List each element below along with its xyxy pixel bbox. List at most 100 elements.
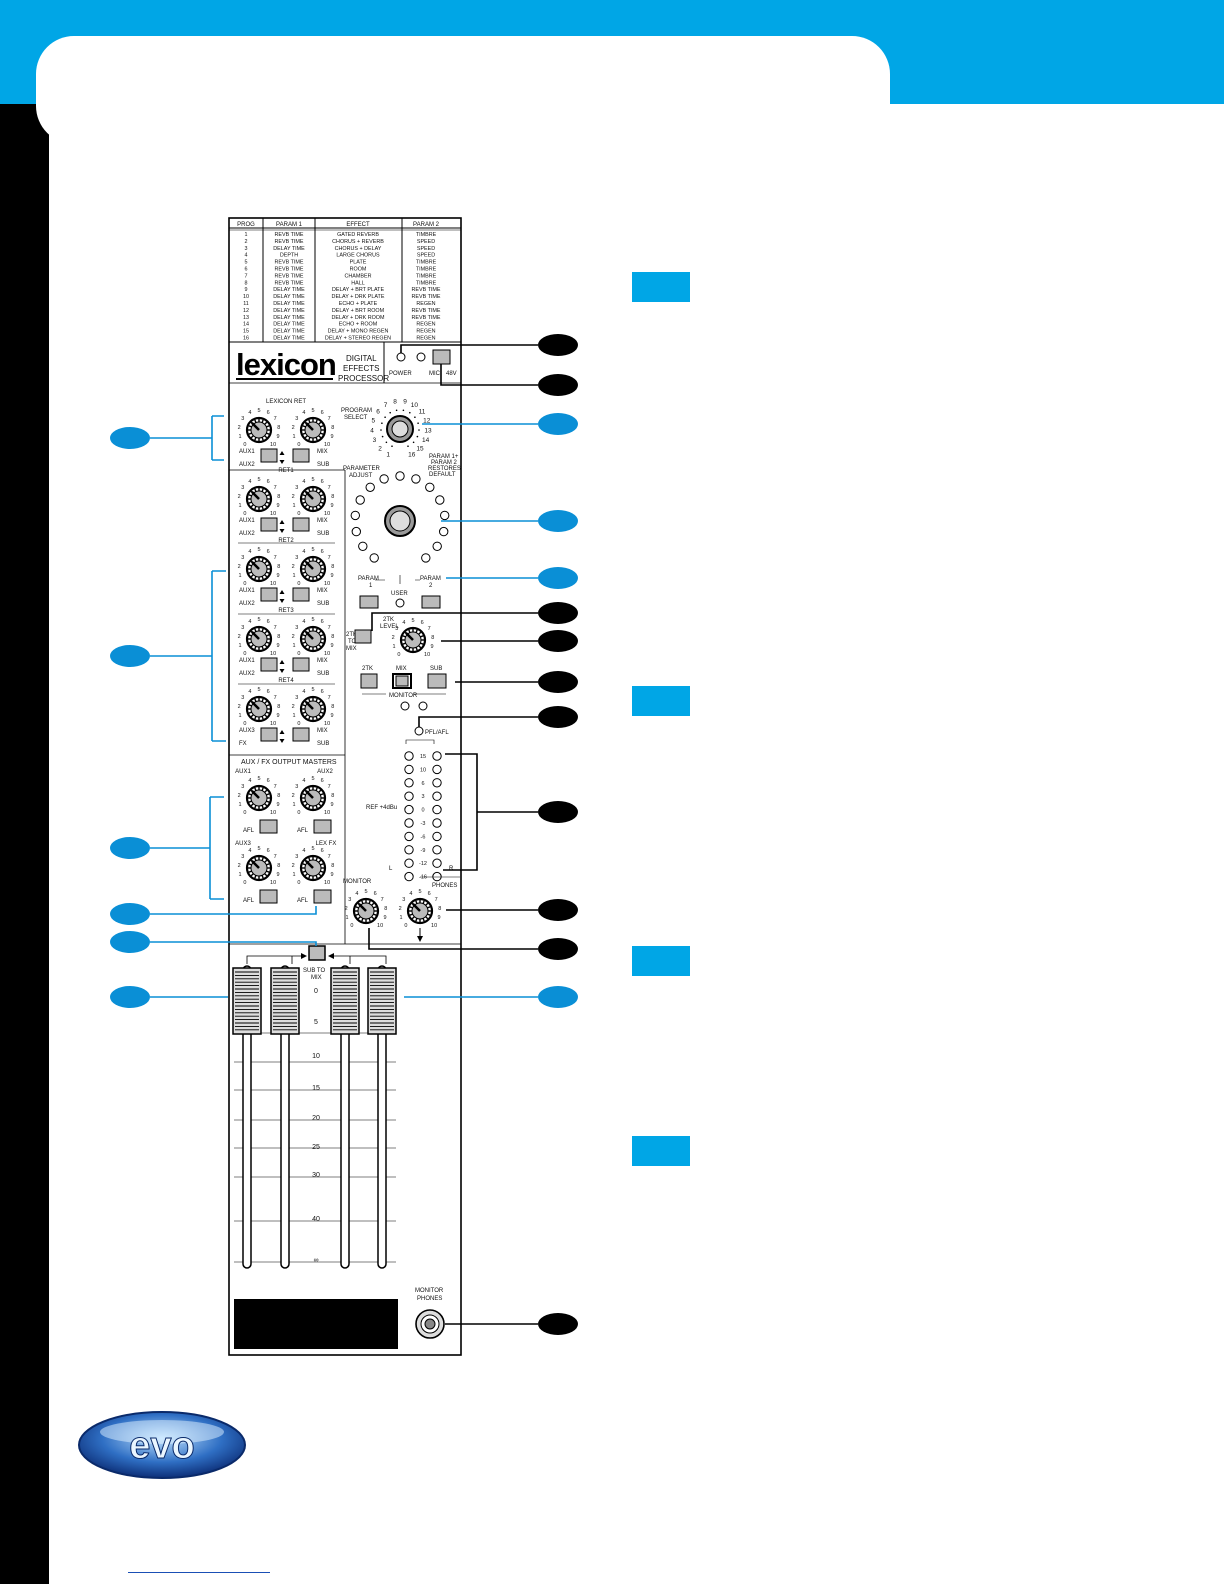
return-right-top: MIX [317,588,328,594]
return-mix-button[interactable] [292,657,310,672]
monitor-2tk-button[interactable] [360,673,378,689]
return-aux-button[interactable] [260,727,278,742]
lexicon-logo-text: lexicon [236,347,336,382]
return-mix-button[interactable] [292,727,310,742]
table-cell: CHORUS + REVERB [332,239,384,245]
knob-scale-number: 3 [395,626,398,632]
param-restore-2: PARAM 2 [431,460,458,466]
sub-to-mix-button[interactable] [308,945,326,961]
param-adjust-2: ADJUST [349,473,373,479]
fader-scale: 25 [312,1144,320,1151]
knob-scale-number: 3 [241,854,244,860]
callout-marker [110,837,150,859]
knob-scale-number: 2 [238,425,241,431]
knob-scale-number: 2 [292,704,295,710]
param-led [358,541,368,551]
knob-scale-number: 10 [324,721,330,727]
knob-scale-number: 10 [270,511,276,517]
knob-scale-number: 6 [321,410,324,416]
callout-marker [538,374,578,396]
master-afl-label: AFL [243,828,255,834]
table-cell: DELAY TIME [273,287,305,293]
return-mix-button[interactable] [292,587,310,602]
mic-48v-led [416,352,426,362]
master-afl-button[interactable] [313,819,332,834]
knob-scale-number: 9 [276,872,279,878]
knob-scale-number: 5 [257,547,260,553]
table-cell: 10 [243,294,249,300]
fader-track [242,965,252,1269]
return-left-top: AUX1 [239,588,255,594]
knob-scale-number: 10 [424,652,430,658]
return-right-top: MIX [317,518,328,524]
table-cell: ECHO + ROOM [339,322,378,328]
knob-scale-number: 2 [238,793,241,799]
knob-scale-number: 2 [292,564,295,570]
param1-button[interactable] [359,595,379,609]
table-header: EFFECT [346,222,370,228]
knob-scale-number: 5 [257,617,260,623]
knob-scale-number: 10 [324,442,330,448]
table-cell: ROOM [350,267,367,273]
mic-48v-switch[interactable] [432,349,451,365]
knob-scale-number: 6 [421,620,424,626]
knob-scale-number: 0 [243,581,246,587]
table-cell: SPEED [417,246,435,252]
return-mix-button[interactable] [292,448,310,463]
knob-scale-number: 9 [330,434,333,440]
program-number: 8 [393,399,397,406]
knob-scale-number: 7 [274,416,277,422]
knob-scale-number: 10 [324,880,330,886]
knob-scale-number: 7 [328,695,331,701]
knob-scale-number: 2 [238,494,241,500]
return-mix-button[interactable] [292,517,310,532]
return-aux-button[interactable] [260,587,278,602]
monitor-sub-button[interactable] [427,673,447,689]
fader-cap[interactable] [367,967,397,1035]
fader-cap[interactable] [330,967,360,1035]
master-knob-name: AUX1 [235,769,251,775]
param-led [369,553,379,563]
return-aux-button[interactable] [260,517,278,532]
table-cell: GATED REVERB [337,232,379,238]
knob-scale-number: 3 [241,695,244,701]
knob-scale-number: 4 [248,410,251,416]
fader-cap[interactable] [232,967,262,1035]
meter-scale: -3 [421,821,426,827]
footer-link-underline[interactable] [128,1572,270,1573]
knob-scale-number: 2 [238,564,241,570]
callout-leader-line [150,415,224,461]
left-edge-bar [0,104,49,1584]
master-afl-button[interactable] [313,889,332,904]
param2-button[interactable] [421,595,441,609]
knob-scale-number: 3 [348,897,351,903]
knob-scale-number: 6 [321,549,324,555]
return-aux-button[interactable] [260,448,278,463]
table-cell: DELAY + BRT ROOM [332,308,385,314]
master-afl-button[interactable] [259,889,278,904]
return-aux-button[interactable] [260,657,278,672]
knob-scale-number: 5 [257,846,260,852]
2tk-to-mix-button[interactable] [354,629,372,644]
fader-cap[interactable] [270,967,300,1035]
master-afl-button[interactable] [259,819,278,834]
fader-scale: 30 [312,1172,320,1179]
section-marker [632,686,690,716]
